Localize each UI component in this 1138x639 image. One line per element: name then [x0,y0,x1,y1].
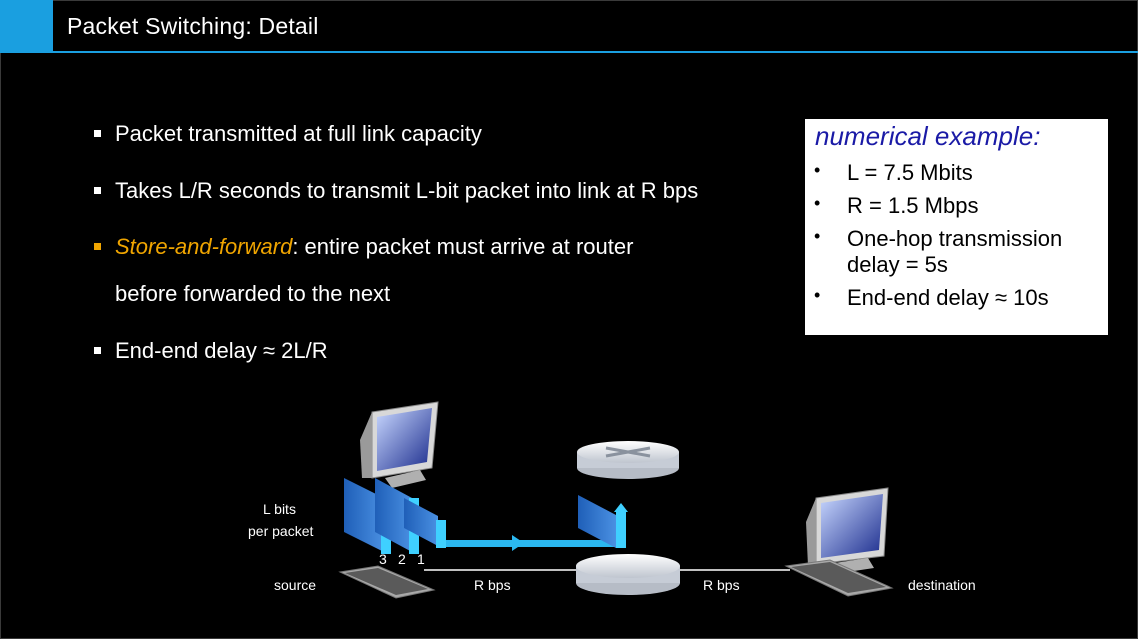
router-icon [576,554,680,595]
source-computer-icon [338,401,439,599]
packet-size-label-line1: L bits [263,501,296,517]
example-title: numerical example: [815,121,1041,151]
bullet-square-icon [94,347,101,354]
packet-number-2: 2 [398,551,406,567]
bullet-item-store-and-forward: Store-and-forward: entire packet must ar… [94,234,634,260]
bullet-text: End-end delay ≈ 2L/R [115,338,328,363]
example-item: R = 1.5 Mbps [847,193,979,218]
bullet-dot-icon: • [814,160,821,180]
example-item: One-hop transmission [847,226,1063,251]
bullet-item: Takes L/R seconds to transmit L-bit pack… [94,178,699,204]
bullet-dot-icon: • [814,193,821,213]
bullet-square-icon [94,187,101,194]
bullet-text: Takes L/R seconds to transmit L-bit pack… [115,178,699,203]
numerical-example-box: numerical example: • L = 7.5 Mbits • R =… [805,119,1108,335]
link2-rate-label: R bps [703,577,740,593]
bullet-item: End-end delay ≈ 2L/R [94,338,328,364]
slide-title: Packet Switching: Detail [67,13,319,39]
source-label: source [274,577,316,593]
destination-label: destination [908,577,976,593]
bit-stream-arrow [446,495,628,551]
example-item: L = 7.5 Mbits [847,160,973,185]
bullet-dot-icon: • [814,226,821,246]
destination-computer-icon [784,487,894,597]
router-icon-top [577,441,679,479]
bullet-emphasis: Store-and-forward [115,234,293,259]
title-underline [53,51,1138,53]
bullet-text: Packet transmitted at full link capacity [115,121,482,146]
bullet-square-icon [94,130,101,137]
packet-number-3: 3 [379,551,387,567]
packet-1 [404,498,446,548]
bullet-dot-icon: • [814,285,821,305]
bullet-square-icon [94,243,101,250]
packet-number-1: 1 [417,551,425,567]
example-item-continuation: delay = 5s [847,252,948,277]
bullet-item: Packet transmitted at full link capacity [94,121,482,147]
bullet-continuation: before forwarded to the next [115,281,391,306]
title-accent-block [0,0,53,53]
example-item: End-end delay ≈ 10s [847,285,1049,310]
link1-rate-label: R bps [474,577,511,593]
packet-size-label-line2: per packet [248,523,313,539]
bullet-text: : entire packet must arrive at router [292,234,634,259]
